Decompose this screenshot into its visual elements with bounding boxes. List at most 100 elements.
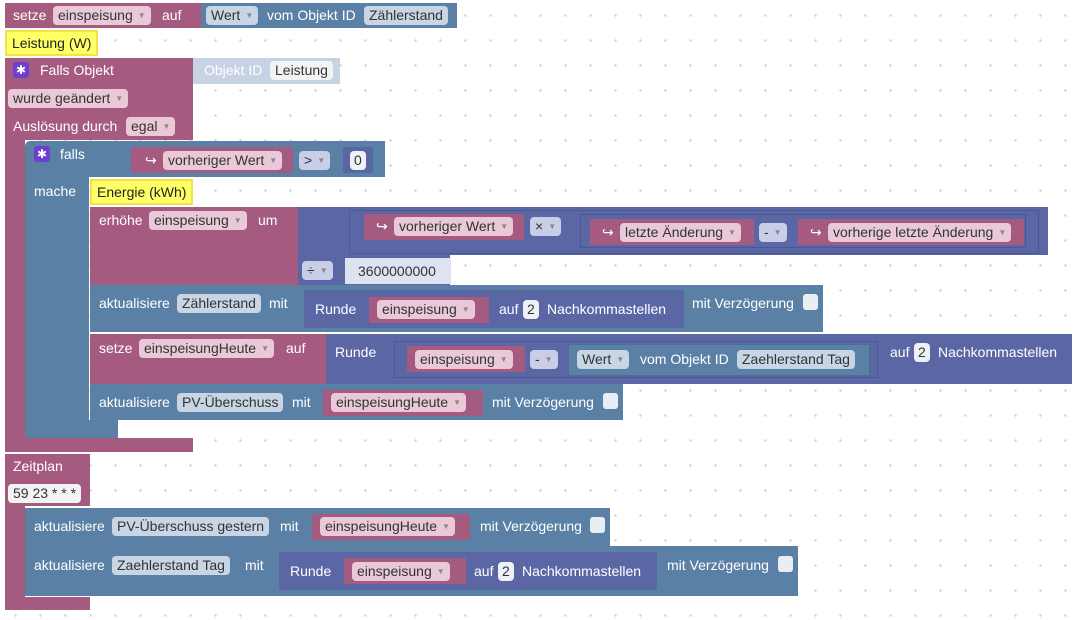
arrow-icon: ↪: [376, 218, 388, 234]
cron-field[interactable]: 59 23 * * *: [8, 484, 82, 503]
dropdown-arrow-icon: ▼: [453, 398, 462, 408]
tag-value-field-dropdown[interactable]: Wert▼: [577, 350, 630, 369]
by-label: um: [258, 212, 278, 228]
dropdown-arrow-icon: ▼: [436, 567, 445, 577]
increase-variable-dropdown[interactable]: einspeisung▼: [149, 211, 247, 230]
last-change-dropdown[interactable]: letzte Änderung▼: [620, 223, 741, 242]
comment-leistung[interactable]: Leistung (W): [5, 30, 99, 56]
schedule-spine: [5, 506, 25, 606]
round-digits-3[interactable]: 2: [498, 562, 514, 581]
dropdown-arrow-icon: ▼: [616, 355, 625, 365]
prev-value-dropdown[interactable]: vorheriger Wert▼: [163, 151, 283, 170]
trigger-object-id-label: Objekt ID: [204, 62, 263, 78]
with-label: mit: [245, 557, 264, 573]
dropdown-arrow-icon: ▼: [269, 156, 278, 166]
dropdown-arrow-icon: ▼: [461, 305, 470, 315]
dropdown-arrow-icon: ▼: [998, 228, 1007, 238]
round-label: Runde: [315, 301, 357, 317]
prev-value-dropdown-2[interactable]: vorheriger Wert▼: [394, 217, 514, 236]
update-label: aktualisiere: [99, 394, 170, 410]
with-label: mit: [292, 394, 311, 410]
trigger-object-field[interactable]: Leistung: [270, 61, 333, 80]
if-spine: [25, 177, 89, 423]
dropdown-arrow-icon: ▼: [499, 355, 508, 365]
round-to-label: auf: [890, 344, 910, 360]
value-field-dropdown[interactable]: Wert▼: [206, 6, 259, 25]
object-id-label: vom Objekt ID: [267, 7, 356, 23]
set-heute-variable-dropdown[interactable]: einspeisungHeute▼: [139, 339, 275, 358]
variable-dropdown[interactable]: einspeisung▼: [53, 6, 151, 25]
delay-checkbox[interactable]: [803, 294, 818, 310]
delay-checkbox[interactable]: [603, 393, 618, 409]
dropdown-arrow-icon: ▼: [548, 222, 557, 232]
dropdown-arrow-icon: ▼: [245, 11, 254, 21]
times-operator-dropdown[interactable]: ×▼: [530, 217, 562, 236]
dropdown-arrow-icon: ▼: [317, 156, 326, 166]
set-to-label: auf: [286, 340, 306, 356]
set-label: setze: [99, 340, 133, 356]
update-tag-object-field[interactable]: Zaehlerstand Tag: [112, 556, 230, 575]
dropdown-arrow-icon: ▼: [115, 94, 124, 104]
trigger-by-dropdown[interactable]: egal▼: [126, 117, 176, 136]
update-label: aktualisiere: [34, 557, 105, 573]
divide-operator-dropdown[interactable]: ÷▼: [302, 261, 333, 280]
round-digits[interactable]: 2: [523, 300, 539, 319]
arrow-icon: ↪: [602, 224, 614, 240]
minus-operator-dropdown[interactable]: -▼: [759, 223, 787, 242]
round-variable-dropdown[interactable]: einspeisung▼: [377, 300, 475, 319]
arrow-icon: ↪: [145, 152, 157, 168]
gear-icon[interactable]: ✱: [34, 146, 50, 162]
round-digits-2[interactable]: 2: [914, 343, 930, 362]
trigger-label: Falls Objekt: [40, 62, 114, 78]
schedule-label: Zeitplan: [13, 458, 63, 474]
update-pv-variable-dropdown[interactable]: einspeisungHeute▼: [331, 393, 467, 412]
arrow-icon: ↪: [810, 224, 822, 240]
round-variable-dropdown-3[interactable]: einspeisung▼: [352, 562, 450, 581]
round-to-label: auf: [474, 563, 494, 579]
comment-energie[interactable]: Energie (kWh): [90, 179, 194, 205]
prev-last-change-dropdown[interactable]: vorherige letzte Änderung▼: [828, 223, 1012, 242]
if-bottom: [25, 420, 118, 438]
divisor-value[interactable]: 3600000000: [358, 263, 436, 279]
dropdown-arrow-icon: ▼: [319, 266, 328, 276]
trigger-by-label: Auslösung durch: [13, 118, 118, 134]
round-block[interactable]: [304, 290, 684, 328]
tag-object-id-label: vom Objekt ID: [640, 351, 729, 367]
update-pv-gestern-object-field[interactable]: PV-Überschuss gestern: [112, 517, 270, 536]
to-label: auf: [162, 7, 182, 23]
dropdown-arrow-icon: ▼: [233, 216, 242, 226]
delay-label: mit Verzögerung: [492, 394, 594, 410]
compare-value[interactable]: 0: [350, 151, 366, 170]
delay-label: mit Verzögerung: [692, 295, 794, 311]
do-label: mache: [34, 183, 77, 199]
trigger-spine: [5, 140, 25, 440]
increase-label: erhöhe: [99, 212, 143, 228]
set-label: setze: [13, 7, 47, 23]
delay-label: mit Verzögerung: [480, 518, 582, 534]
update-label: aktualisiere: [99, 295, 170, 311]
with-label: mit: [269, 295, 288, 311]
subtract-variable-dropdown[interactable]: einspeisung▼: [415, 350, 513, 369]
update-pv-object-field[interactable]: PV-Überschuss: [177, 393, 284, 412]
delay-checkbox[interactable]: [778, 556, 793, 572]
update-object-field[interactable]: Zählerstand: [177, 294, 261, 313]
object-id-field[interactable]: Zählerstand: [364, 6, 448, 25]
subtract-operator-dropdown[interactable]: -▼: [530, 350, 558, 369]
round-block-3[interactable]: [279, 552, 657, 590]
dropdown-arrow-icon: ▼: [137, 11, 146, 21]
delay-checkbox[interactable]: [590, 517, 605, 533]
tag-object-field[interactable]: Zaehlerstand Tag: [737, 350, 855, 369]
divisor-block[interactable]: [345, 258, 451, 284]
dropdown-arrow-icon: ▼: [773, 228, 782, 238]
round-label: Runde: [335, 344, 377, 360]
gear-icon[interactable]: ✱: [13, 62, 29, 78]
dropdown-arrow-icon: ▼: [500, 222, 509, 232]
round-to-label: auf: [499, 301, 519, 317]
trigger-mode-dropdown[interactable]: wurde geändert▼: [8, 89, 129, 108]
dropdown-arrow-icon: ▼: [261, 344, 270, 354]
update-pv-gestern-variable-dropdown[interactable]: einspeisungHeute▼: [320, 517, 456, 536]
operator-dropdown[interactable]: >▼: [299, 151, 331, 170]
dropdown-arrow-icon: ▼: [544, 355, 553, 365]
if-label: falls: [60, 146, 85, 162]
dropdown-arrow-icon: ▼: [162, 122, 171, 132]
